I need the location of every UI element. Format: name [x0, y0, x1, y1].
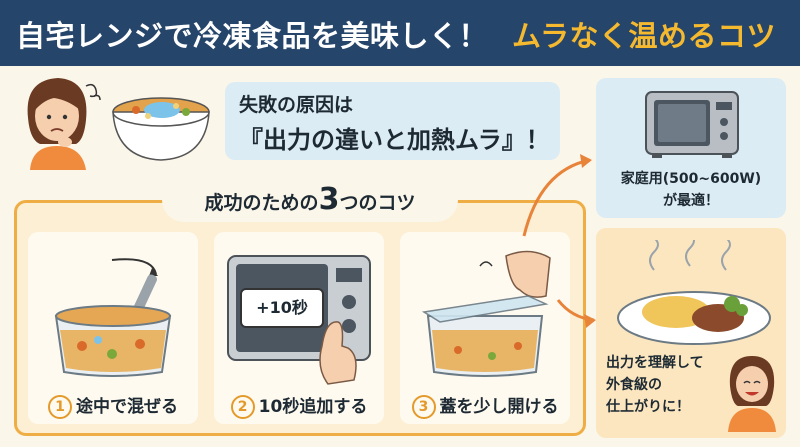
result-line-2: 外食級の [606, 377, 662, 393]
tips-panel-title: 成功のための3つのコツ [162, 178, 458, 222]
microwave-icon [645, 91, 739, 158]
result-line-1: 出力を理解して [606, 355, 704, 371]
cause-speech-bubble: 失敗の原因は 『出力の違いと加熱ムラ』！ [225, 82, 560, 160]
tips-title-suffix: つのコツ [339, 192, 416, 214]
tips-title-number: 3 [318, 182, 340, 217]
step-3-label: 蓋を少し開ける [439, 397, 559, 417]
tips-title-prefix: 成功のための [204, 192, 319, 214]
happy-person-illustration [728, 356, 776, 432]
arrow-to-microwave-icon [522, 154, 592, 237]
plus-10s-display: +10秒 [240, 288, 324, 328]
frozen-bowl-illustration [112, 97, 210, 161]
step-1-label: 途中で混ぜる [76, 397, 178, 417]
result-card: 出力を理解して 外食級の 仕上がりに！ [596, 228, 786, 438]
household-microwave-card: 家庭用(500~600W) が最適！ [596, 78, 786, 218]
header-banner: 自宅レンジで冷凍食品を美味しく！ ムラなく温めるコツ [0, 0, 800, 66]
cause-line-2: 『出力の違いと加熱ムラ』！ [239, 126, 550, 154]
title-right: ムラなく温めるコツ [512, 19, 777, 53]
title-left: 自宅レンジで冷凍食品を美味しく！ [16, 19, 489, 53]
stirring-container-illustration [54, 258, 172, 377]
lid-opening-illustration [421, 250, 551, 377]
microwave-optimal-text: が最適！ [663, 193, 719, 209]
steaming-plate-illustration [617, 240, 771, 345]
arrow-to-result-icon [556, 299, 596, 328]
step-2-number-badge: 2 [230, 395, 255, 419]
microwave-wattage-text: 家庭用(500~600W) [620, 171, 762, 187]
result-line-3: 仕上がりに！ [606, 399, 690, 415]
cause-line-1: 失敗の原因は [239, 94, 354, 116]
step-1-number-badge: 1 [48, 395, 72, 419]
step-3-number-badge: 3 [411, 395, 436, 419]
step-2-label: 10秒追加する [258, 397, 368, 417]
worried-person-illustration [27, 78, 101, 170]
